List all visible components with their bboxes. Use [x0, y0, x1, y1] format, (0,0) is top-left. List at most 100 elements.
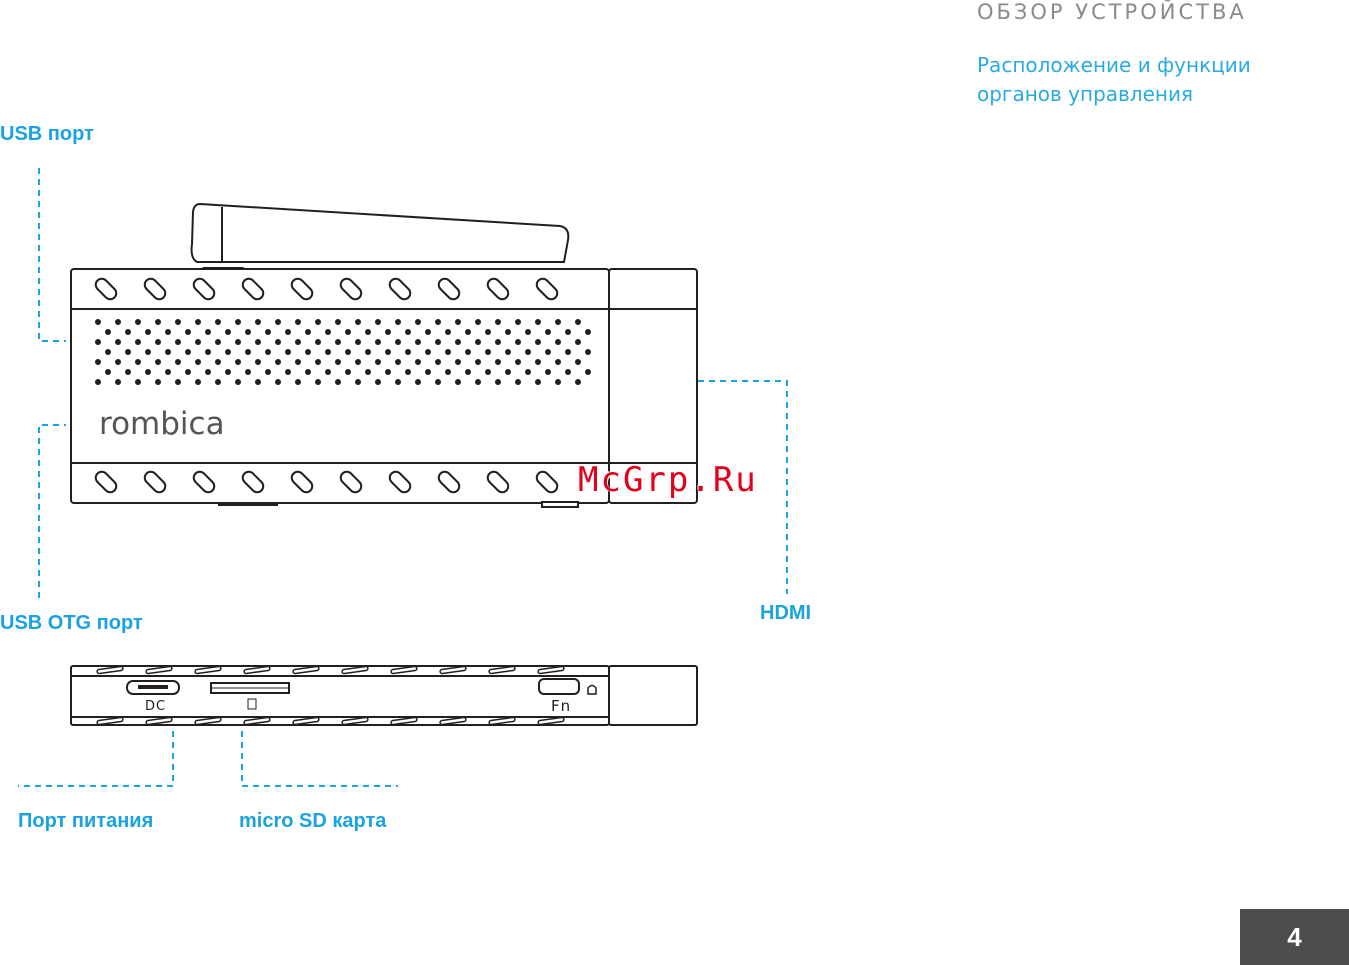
grille-hole [255, 339, 261, 345]
grille-hole [345, 329, 351, 335]
grille-hole [515, 379, 521, 385]
grille-hole [225, 349, 231, 355]
usb-stick [192, 204, 569, 262]
grille-hole [365, 369, 371, 375]
grille-hole [295, 319, 301, 325]
grille-hole [275, 319, 281, 325]
grille-hole [365, 349, 371, 355]
grille-hole [365, 329, 371, 335]
grille-hole [155, 319, 161, 325]
grille-hole [135, 379, 141, 385]
grille-hole [445, 369, 451, 375]
grille-hole [285, 369, 291, 375]
grille-hole [425, 369, 431, 375]
grille-hole [505, 349, 511, 355]
grille-hole [435, 359, 441, 365]
grille-hole [355, 379, 361, 385]
watermark: McGrp.Ru [578, 460, 758, 500]
grille-hole [495, 319, 501, 325]
grille-hole [165, 349, 171, 355]
grille-hole [455, 359, 461, 365]
grille-hole [335, 339, 341, 345]
grille-hole [415, 339, 421, 345]
grille-hole [575, 339, 581, 345]
grille-hole [115, 319, 121, 325]
grille-hole [395, 319, 401, 325]
grille-hole [495, 359, 501, 365]
lock-icon [588, 686, 596, 695]
grille-hole [555, 339, 561, 345]
grille-hole [215, 319, 221, 325]
grille-hole [515, 319, 521, 325]
grille-hole [245, 329, 251, 335]
grille-hole [255, 359, 261, 365]
grille-hole [115, 339, 121, 345]
grille-hole [175, 319, 181, 325]
grille-hole [545, 349, 551, 355]
grille-hole [135, 359, 141, 365]
grille-hole [145, 349, 151, 355]
grille-hole [245, 349, 251, 355]
grille-hole [515, 359, 521, 365]
grille-hole [525, 369, 531, 375]
grille-hole [375, 359, 381, 365]
grille-hole [455, 379, 461, 385]
grille-hole [305, 349, 311, 355]
grille-hole [475, 379, 481, 385]
grille-hole [225, 369, 231, 375]
grille-hole [155, 339, 161, 345]
grille-hole [465, 369, 471, 375]
grille-hole [325, 329, 331, 335]
grille-hole [475, 339, 481, 345]
grille-hole [445, 349, 451, 355]
grille-hole [125, 369, 131, 375]
grille-hole [485, 349, 491, 355]
grille-hole [525, 349, 531, 355]
grille-hole [315, 359, 321, 365]
grille-hole [385, 349, 391, 355]
grille-hole [185, 349, 191, 355]
grille-hole [195, 339, 201, 345]
grille-hole [125, 349, 131, 355]
grille-hole [565, 349, 571, 355]
grille-hole [135, 339, 141, 345]
grille-hole [375, 379, 381, 385]
grille-hole [555, 359, 561, 365]
grille-hole [585, 329, 591, 335]
grille-hole [355, 319, 361, 325]
grille-hole [385, 369, 391, 375]
grille-hole [205, 329, 211, 335]
dc-label: DC [145, 699, 166, 714]
grille-hole [115, 379, 121, 385]
grille-hole [395, 379, 401, 385]
grille-hole [95, 379, 101, 385]
grille-hole [215, 379, 221, 385]
grille-hole [205, 349, 211, 355]
grille-hole [405, 369, 411, 375]
grille-hole [105, 329, 111, 335]
grille-hole [175, 359, 181, 365]
grille-hole [575, 359, 581, 365]
grille-hole [285, 349, 291, 355]
grille-hole [315, 319, 321, 325]
grille-hole [565, 329, 571, 335]
grille-hole [335, 319, 341, 325]
grille-hole [305, 369, 311, 375]
usb-otg-leader [39, 425, 66, 598]
grille-hole [435, 379, 441, 385]
grille-hole [545, 329, 551, 335]
grille-hole [385, 329, 391, 335]
device-side-view [71, 666, 697, 725]
grille-hole [195, 359, 201, 365]
grille-hole [335, 359, 341, 365]
grille-hole [575, 379, 581, 385]
grille-hole [95, 319, 101, 325]
hdmi-label: HDMI [760, 602, 811, 625]
grille-hole [445, 329, 451, 335]
grille-hole [175, 339, 181, 345]
grille-hole [265, 369, 271, 375]
grille-hole [415, 319, 421, 325]
grille-hole [555, 379, 561, 385]
device-body [71, 269, 609, 503]
grille-hole [565, 369, 571, 375]
